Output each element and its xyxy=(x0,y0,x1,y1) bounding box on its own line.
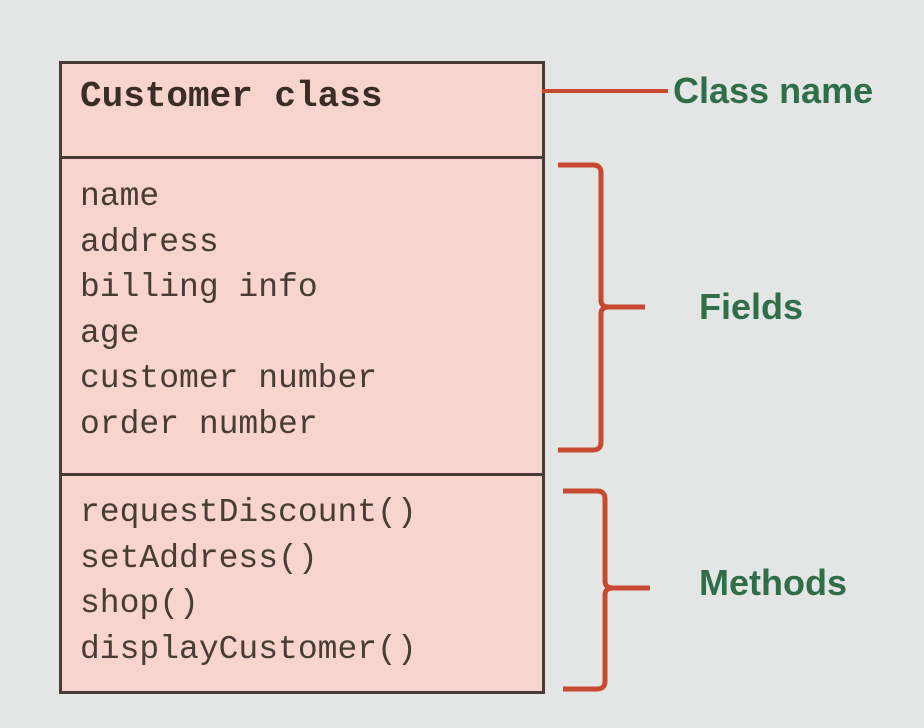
class-name-text: Customer class xyxy=(80,76,383,117)
field-item: address xyxy=(80,223,219,261)
methods-brace xyxy=(563,488,650,692)
fields-section: name address billing info age customer n… xyxy=(62,159,542,476)
field-item: order number xyxy=(80,405,318,443)
method-item: displayCustomer() xyxy=(80,630,417,668)
methods-section: requestDiscount() setAddress() shop() di… xyxy=(62,476,542,691)
method-item: setAddress() xyxy=(80,539,318,577)
uml-class-box: Customer class name address billing info… xyxy=(59,61,545,694)
field-list: name address billing info age customer n… xyxy=(80,174,377,447)
field-item: age xyxy=(80,314,140,352)
method-list: requestDiscount() setAddress() shop() di… xyxy=(80,490,417,672)
method-item: shop() xyxy=(80,585,199,622)
class-name-section: Customer class xyxy=(62,64,542,159)
fields-label: Fields xyxy=(699,286,804,327)
class-name-label: Class name xyxy=(673,70,874,111)
field-item: name xyxy=(80,178,160,215)
field-item: customer number xyxy=(80,360,378,397)
method-item: requestDiscount() xyxy=(80,494,417,531)
fields-brace xyxy=(558,162,645,453)
field-item: billing info xyxy=(80,269,318,306)
methods-label: Methods xyxy=(699,562,847,603)
